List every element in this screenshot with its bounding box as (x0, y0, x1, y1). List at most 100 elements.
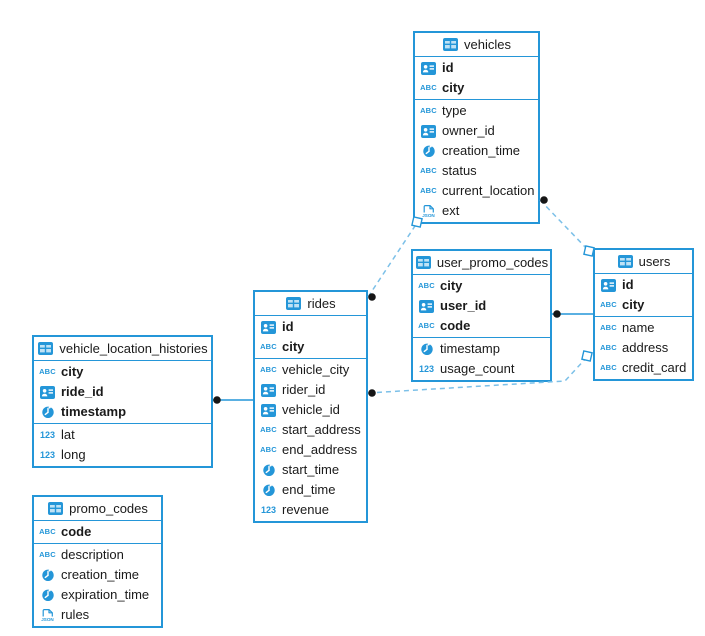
svg-text:JSON: JSON (422, 213, 435, 218)
table-title: users (638, 254, 671, 269)
column-creation_time[interactable]: creation_time (415, 141, 538, 161)
string-type-icon: ABC (600, 343, 617, 353)
column-current_location[interactable]: ABC current_location (415, 181, 538, 201)
table-header-rides[interactable]: rides (255, 292, 366, 316)
column-end_time[interactable]: end_time (255, 480, 366, 500)
string-type-icon: ABC (260, 425, 277, 435)
column-rules[interactable]: JSON rules (34, 605, 161, 625)
table-header-vehicle_location_histories[interactable]: vehicle_location_histories (34, 337, 211, 361)
string-type-icon: ABC (418, 321, 435, 331)
uuid-type-icon (420, 124, 437, 138)
relationship-dot-endpoint (368, 293, 376, 301)
column-label: end_address (282, 442, 358, 457)
column-address[interactable]: ABC address (595, 338, 692, 358)
table-icon (442, 38, 459, 51)
column-label: vehicle_id (282, 402, 340, 417)
column-start_time[interactable]: start_time (255, 460, 366, 480)
timestamp-type-icon (260, 483, 277, 497)
integer-type-icon: 123 (39, 429, 56, 440)
column-owner_id[interactable]: owner_id (415, 121, 538, 141)
column-id[interactable]: id (255, 317, 366, 337)
table-header-vehicles[interactable]: vehicles (415, 33, 538, 57)
relationship-dot-endpoint (553, 310, 561, 318)
table-header-users[interactable]: users (595, 250, 692, 274)
column-creation_time[interactable]: creation_time (34, 565, 161, 585)
table-header-promo_codes[interactable]: promo_codes (34, 497, 161, 521)
column-id[interactable]: id (595, 275, 692, 295)
column-end_address[interactable]: ABC end_address (255, 440, 366, 460)
relationship-dot-endpoint (213, 396, 221, 404)
column-label: id (442, 60, 454, 75)
column-label: revenue (282, 502, 329, 517)
column-ext[interactable]: JSON ext (415, 201, 538, 221)
table-header-user_promo_codes[interactable]: user_promo_codes (413, 251, 550, 275)
column-label: current_location (442, 183, 535, 198)
column-label: id (282, 319, 294, 334)
column-vehicle_id[interactable]: vehicle_id (255, 400, 366, 420)
column-timestamp[interactable]: timestamp (413, 339, 550, 359)
relationship-user_promo_codes-users[interactable] (552, 310, 593, 318)
string-type-icon: ABC (420, 186, 437, 196)
timestamp-type-icon (420, 144, 437, 158)
timestamp-type-icon (39, 568, 56, 582)
timestamp-type-icon (39, 588, 56, 602)
table-icon (37, 342, 54, 355)
uuid-type-icon (600, 278, 617, 292)
column-label: city (442, 80, 465, 95)
column-label: user_id (440, 298, 487, 313)
column-timestamp[interactable]: timestamp (34, 402, 211, 422)
column-label: ride_id (61, 384, 104, 399)
column-rider_id[interactable]: rider_id (255, 380, 366, 400)
string-type-icon: ABC (260, 445, 277, 455)
column-label: city (61, 364, 84, 379)
column-id[interactable]: id (415, 58, 538, 78)
column-label: id (622, 277, 634, 292)
integer-type-icon: 123 (39, 449, 56, 460)
relationship-line[interactable] (539, 199, 590, 252)
column-expiration_time[interactable]: expiration_time (34, 585, 161, 605)
relationship-vehicle_location_histories-rides[interactable] (213, 396, 253, 404)
string-type-icon: ABC (600, 300, 617, 310)
table-title: user_promo_codes (436, 255, 549, 270)
table-title: vehicle_location_histories (59, 341, 208, 356)
string-type-icon: ABC (420, 166, 437, 176)
table-title: rides (307, 296, 336, 311)
string-type-icon: ABC (39, 527, 56, 537)
column-label: address (622, 340, 669, 355)
column-ride_id[interactable]: ride_id (34, 382, 211, 402)
relationship-line[interactable] (367, 222, 418, 298)
string-type-icon: ABC (260, 342, 277, 352)
column-user_id[interactable]: user_id (413, 296, 550, 316)
relationship-vehicles-users[interactable] (539, 196, 595, 257)
